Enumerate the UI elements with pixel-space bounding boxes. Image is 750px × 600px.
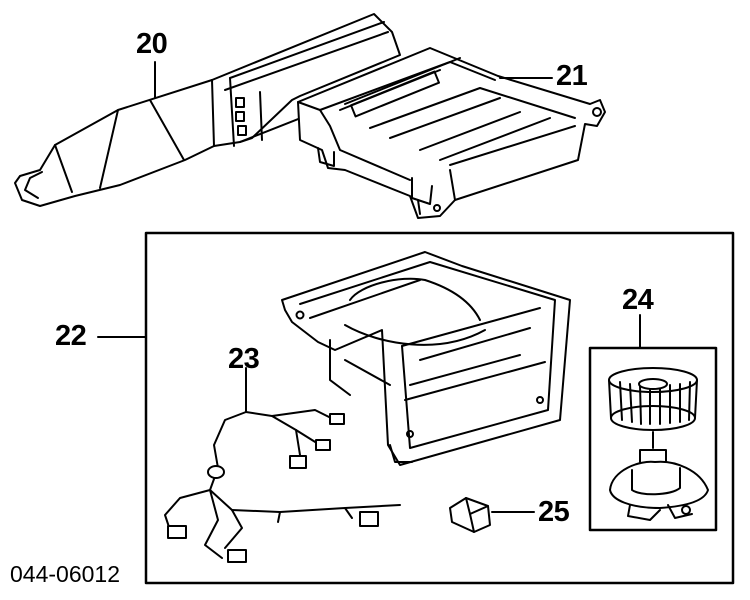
callout-24: 24 bbox=[622, 284, 654, 316]
assembly-box-22 bbox=[144, 231, 735, 585]
callout-23: 23 bbox=[228, 343, 260, 375]
resistor-part-25 bbox=[449, 497, 491, 533]
wiring-harness-part-23 bbox=[164, 379, 401, 563]
case-part-21 bbox=[297, 47, 606, 219]
callout-22: 22 bbox=[55, 320, 87, 352]
callout-25: 25 bbox=[538, 496, 570, 528]
callout-21: 21 bbox=[556, 60, 588, 92]
figure-code: 044-06012 bbox=[10, 561, 120, 587]
blower-case bbox=[281, 251, 571, 466]
blower-motor-part-24 bbox=[608, 367, 709, 521]
motor-box-24 bbox=[588, 346, 718, 532]
callout-20: 20 bbox=[136, 28, 168, 60]
